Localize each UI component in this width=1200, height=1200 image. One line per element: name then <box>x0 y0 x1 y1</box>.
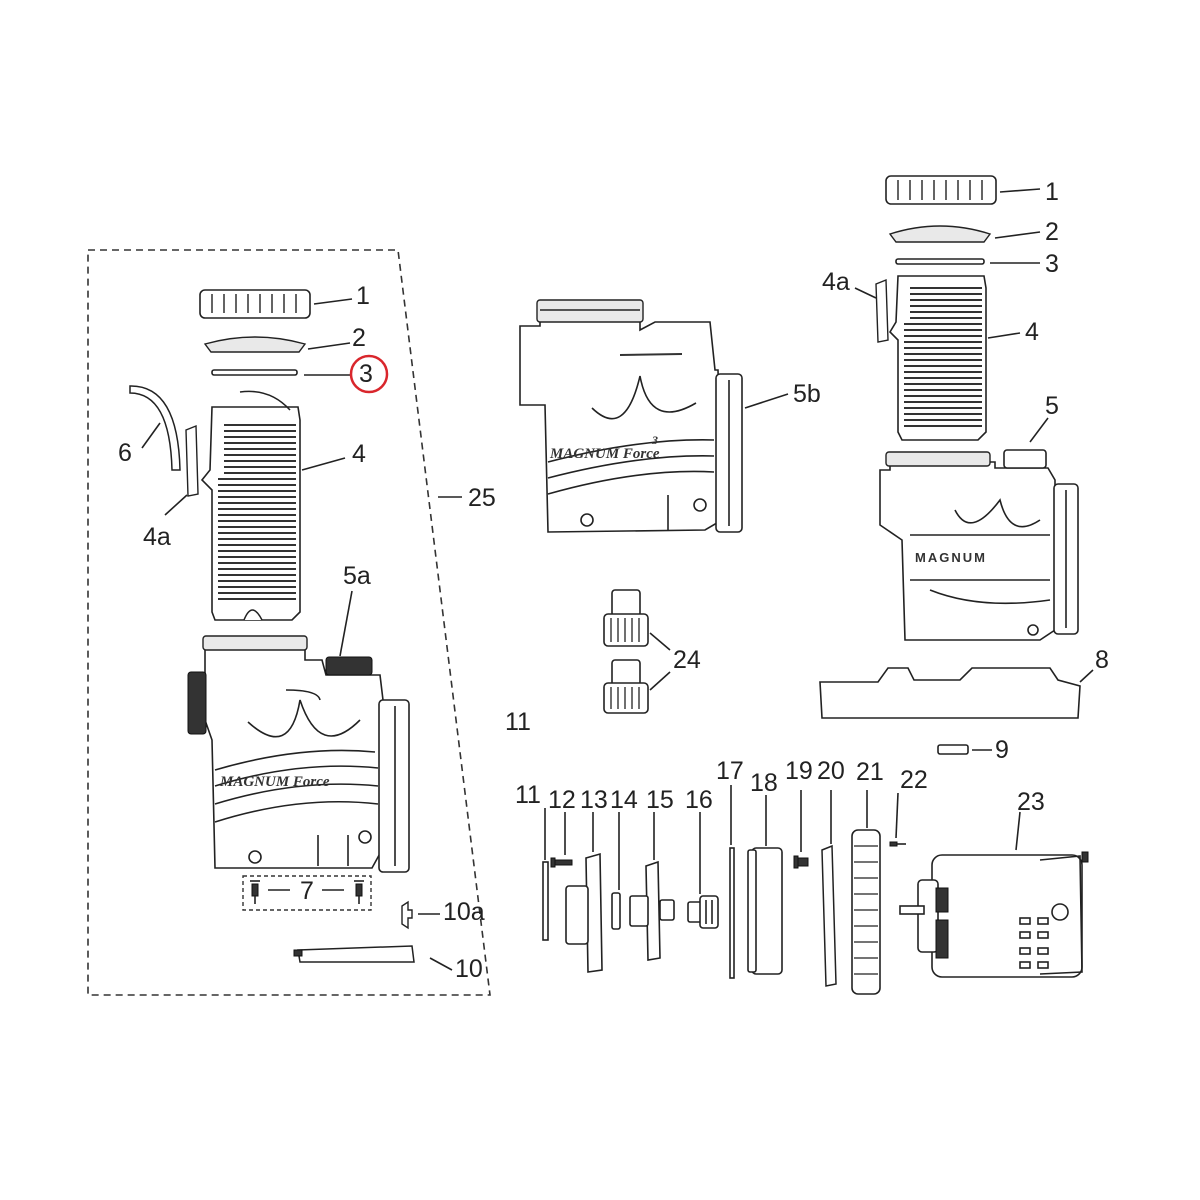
brand-center-superscript: 3 <box>651 433 658 447</box>
label-right-4: 4 <box>1025 318 1039 346</box>
tube-left <box>129 385 181 471</box>
part-23-motor <box>899 851 1089 978</box>
label-left-4a: 4a <box>143 523 171 551</box>
label-center-24: 24 <box>673 646 701 674</box>
label-center-5b: 5b <box>793 380 821 408</box>
kit-boundary <box>87 249 491 996</box>
lid-ring-left <box>199 289 311 319</box>
label-bottom-13: 13 <box>580 786 608 814</box>
pump-housing-center: MAGNUM Force 3 <box>519 299 743 533</box>
label-bottom-19: 19 <box>785 757 813 785</box>
label-left-5a: 5a <box>343 562 371 590</box>
label-bottom-23: 23 <box>1017 788 1045 816</box>
o-ring-left <box>211 369 298 376</box>
part-19-bolt <box>793 855 809 869</box>
pump-housing-right: MAGNUM <box>879 449 1079 641</box>
label-right-3: 3 <box>1045 250 1059 278</box>
drain-plug-bar <box>297 945 415 963</box>
pump-housing-left: MAGNUM Force <box>187 635 410 873</box>
label-25: 25 <box>468 484 496 512</box>
lid-right <box>888 225 992 243</box>
brand-right-housing: MAGNUM <box>915 550 987 565</box>
label-center-11: 11 <box>505 708 531 736</box>
label-bottom-17: 17 <box>716 757 744 785</box>
strainer-basket-right <box>888 275 987 441</box>
lid-left <box>203 336 307 353</box>
label-left-10a: 10a <box>443 898 485 926</box>
label-bottom-20: 20 <box>817 757 845 785</box>
label-left-4: 4 <box>352 440 366 468</box>
label-bottom-21: 21 <box>856 758 884 786</box>
label-bottom-14: 14 <box>610 786 638 814</box>
highlight-circle <box>349 354 389 394</box>
label-right-1: 1 <box>1045 178 1059 206</box>
lid-ring-right <box>885 175 997 205</box>
part-16-diffuser-insert <box>687 895 719 929</box>
part-11-gasket <box>542 861 549 941</box>
label-right-2: 2 <box>1045 218 1059 246</box>
bolt-set-left <box>242 875 372 911</box>
brand-left-housing: MAGNUM Force <box>219 774 330 790</box>
label-right-9: 9 <box>995 736 1009 764</box>
part-14-seal <box>611 892 621 930</box>
label-bottom-11: 11 <box>515 781 541 809</box>
clip-right <box>875 278 889 343</box>
label-left-1: 1 <box>356 282 370 310</box>
part-13-seal-plate <box>565 852 603 973</box>
base-plate <box>819 667 1081 719</box>
label-right-4a: 4a <box>822 268 850 296</box>
label-left-7: 7 <box>300 877 314 905</box>
part-17-o-ring <box>729 847 735 979</box>
part-20-gasket <box>821 844 837 987</box>
part-22-screw <box>889 841 906 847</box>
clip-left <box>185 424 199 497</box>
strainer-basket-left <box>200 390 301 621</box>
part-18-diffuser <box>747 847 783 975</box>
label-bottom-22: 22 <box>900 766 928 794</box>
brand-center-housing: MAGNUM Force <box>549 446 660 462</box>
label-bottom-16: 16 <box>685 786 713 814</box>
part-12-screw <box>550 857 573 868</box>
o-ring-right <box>895 258 985 265</box>
spacer-block <box>937 744 969 755</box>
part-21-clamp-ring <box>851 829 881 995</box>
label-left-10: 10 <box>455 955 483 983</box>
drain-plug-small <box>401 900 413 930</box>
label-bottom-15: 15 <box>646 786 674 814</box>
label-right-8: 8 <box>1095 646 1109 674</box>
part-15-impeller <box>629 860 675 961</box>
label-left-3: 3 <box>359 360 373 388</box>
label-bottom-18: 18 <box>750 769 778 797</box>
union-fittings <box>603 589 649 714</box>
label-left-2: 2 <box>352 324 366 352</box>
label-bottom-12: 12 <box>548 786 576 814</box>
label-left-6: 6 <box>118 439 132 467</box>
label-right-5: 5 <box>1045 392 1059 420</box>
